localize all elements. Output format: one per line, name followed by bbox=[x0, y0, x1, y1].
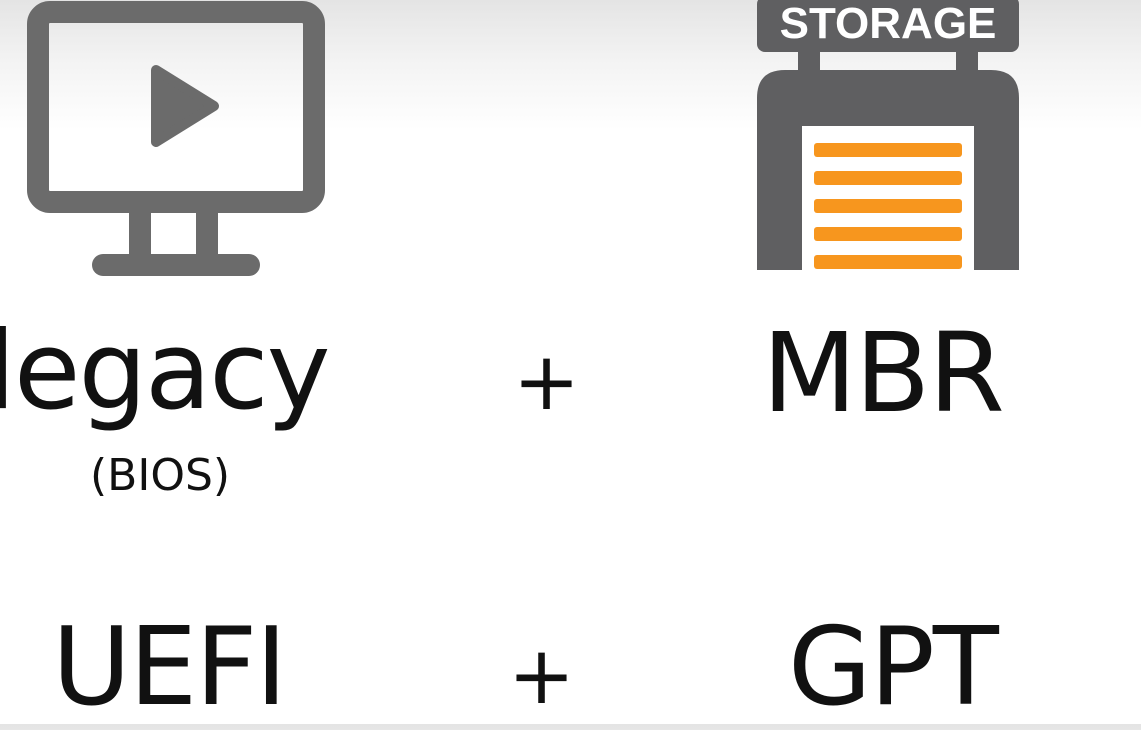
firmware-legacy-label: legacy bbox=[0, 309, 330, 434]
monitor-play-icon bbox=[26, 0, 326, 282]
storage-sign-text: STORAGE bbox=[780, 0, 997, 48]
partition-mbr-label: MBR bbox=[762, 309, 1005, 437]
partition-gpt-label: GPT bbox=[788, 605, 999, 730]
plus-operator: + bbox=[508, 629, 576, 722]
plus-operator: + bbox=[513, 335, 581, 428]
firmware-uefi-label: UEFI bbox=[52, 605, 287, 730]
firmware-bios-sublabel: (BIOS) bbox=[90, 450, 231, 501]
storage-warehouse-icon: STORAGE bbox=[752, 0, 1024, 274]
